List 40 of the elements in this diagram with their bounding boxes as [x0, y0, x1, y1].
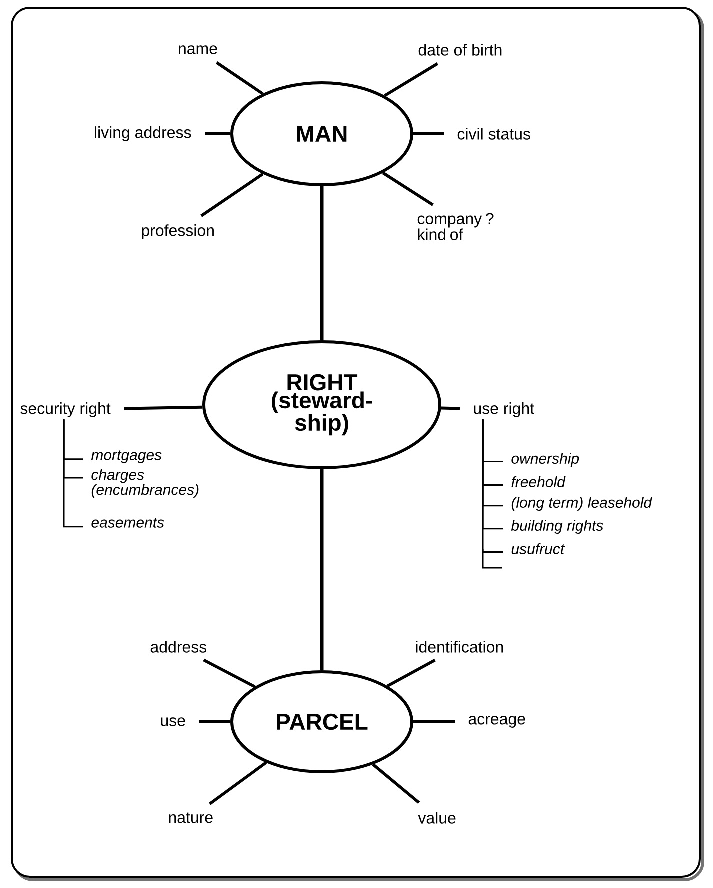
- list-item: easements: [92, 518, 164, 528]
- attribute-label: value: [418, 812, 456, 824]
- list-item: mortgages: [91, 450, 162, 464]
- list-item: building rights: [511, 520, 604, 534]
- list-item: usufruct: [512, 544, 566, 554]
- attribute-label: use: [161, 718, 186, 726]
- attribute-label: nature: [169, 812, 213, 824]
- list-item: charges (encumbrances): [92, 469, 199, 498]
- leader-line: [63, 420, 83, 528]
- attribute-label: civil status: [458, 128, 530, 140]
- attribute-label: use right: [474, 402, 534, 418]
- list-item: freehold: [512, 476, 566, 488]
- spoke-line: [384, 62, 439, 98]
- spoke-line: [414, 132, 444, 136]
- connector-line: [320, 470, 324, 670]
- spoke-line: [387, 659, 436, 688]
- spoke-line: [414, 720, 455, 724]
- spoke-line: [441, 406, 460, 410]
- attribute-label: acreage: [468, 716, 526, 728]
- leader-line: [482, 420, 503, 554]
- list-item: (long term) leasehold: [512, 497, 652, 511]
- spoke-line: [372, 764, 420, 804]
- connector-line: [320, 186, 324, 340]
- spoke-line: [199, 720, 230, 724]
- list-item: ownership: [512, 453, 580, 467]
- spoke-line: [216, 62, 264, 96]
- attribute-label: name: [179, 46, 218, 54]
- spoke-line: [200, 172, 264, 218]
- attribute-label: security right: [20, 402, 111, 418]
- spoke-line: [124, 406, 203, 410]
- attribute-label: company ? kind of: [418, 213, 494, 240]
- spoke-line: [205, 132, 230, 136]
- attribute-label: profession: [142, 224, 214, 240]
- spoke-line: [209, 762, 268, 806]
- attribute-label: identification: [416, 641, 504, 653]
- attribute-label: date of birth: [418, 44, 502, 56]
- attribute-label: living address: [95, 126, 192, 142]
- spoke-line: [203, 658, 256, 688]
- attribute-label: address: [150, 641, 207, 653]
- spoke-line: [382, 172, 434, 206]
